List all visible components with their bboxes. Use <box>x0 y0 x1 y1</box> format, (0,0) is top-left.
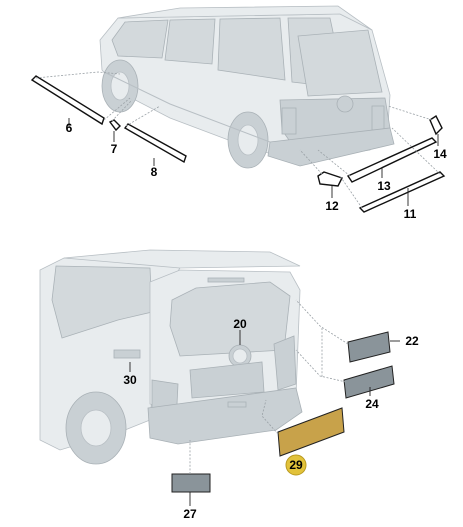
part-24-plate <box>343 365 395 399</box>
part-7-side-strip-small <box>108 119 121 132</box>
van-top-illustration <box>99 5 395 169</box>
top-leader-lines <box>35 71 441 209</box>
part-14-bumper-end-right <box>429 114 443 136</box>
part-11-lower-strip <box>358 171 446 213</box>
part-27-plate <box>171 473 211 493</box>
callout-11: 11 <box>404 207 417 221</box>
callout-12: 12 <box>325 199 339 213</box>
callout-14: 14 <box>433 147 447 161</box>
part-12-bumper-end-left <box>317 171 343 187</box>
callout-29: 29 <box>289 458 303 472</box>
callout-8: 8 <box>151 165 158 179</box>
callout-27-group: 27 <box>183 507 197 521</box>
callout-labels: 6 7 8 14 13 12 11 20 22 30 24 <box>66 121 447 411</box>
part-22-plate <box>347 331 391 363</box>
callout-27: 27 <box>183 507 197 521</box>
callout-24: 24 <box>365 397 379 411</box>
part-8-side-strip-rear <box>123 123 187 164</box>
callout-7: 7 <box>111 142 118 156</box>
callout-22: 22 <box>405 334 419 348</box>
callout-20: 20 <box>233 317 247 331</box>
part-6-side-strip-front <box>30 75 105 126</box>
part-29-trim-highlighted <box>277 407 345 457</box>
bottom-leader-lines <box>129 299 400 506</box>
callout-13: 13 <box>377 179 391 193</box>
callout-6: 6 <box>66 121 73 135</box>
van-bottom-illustration <box>39 249 303 465</box>
callout-29-badge: 29 <box>285 454 307 476</box>
callout-30: 30 <box>123 373 137 387</box>
